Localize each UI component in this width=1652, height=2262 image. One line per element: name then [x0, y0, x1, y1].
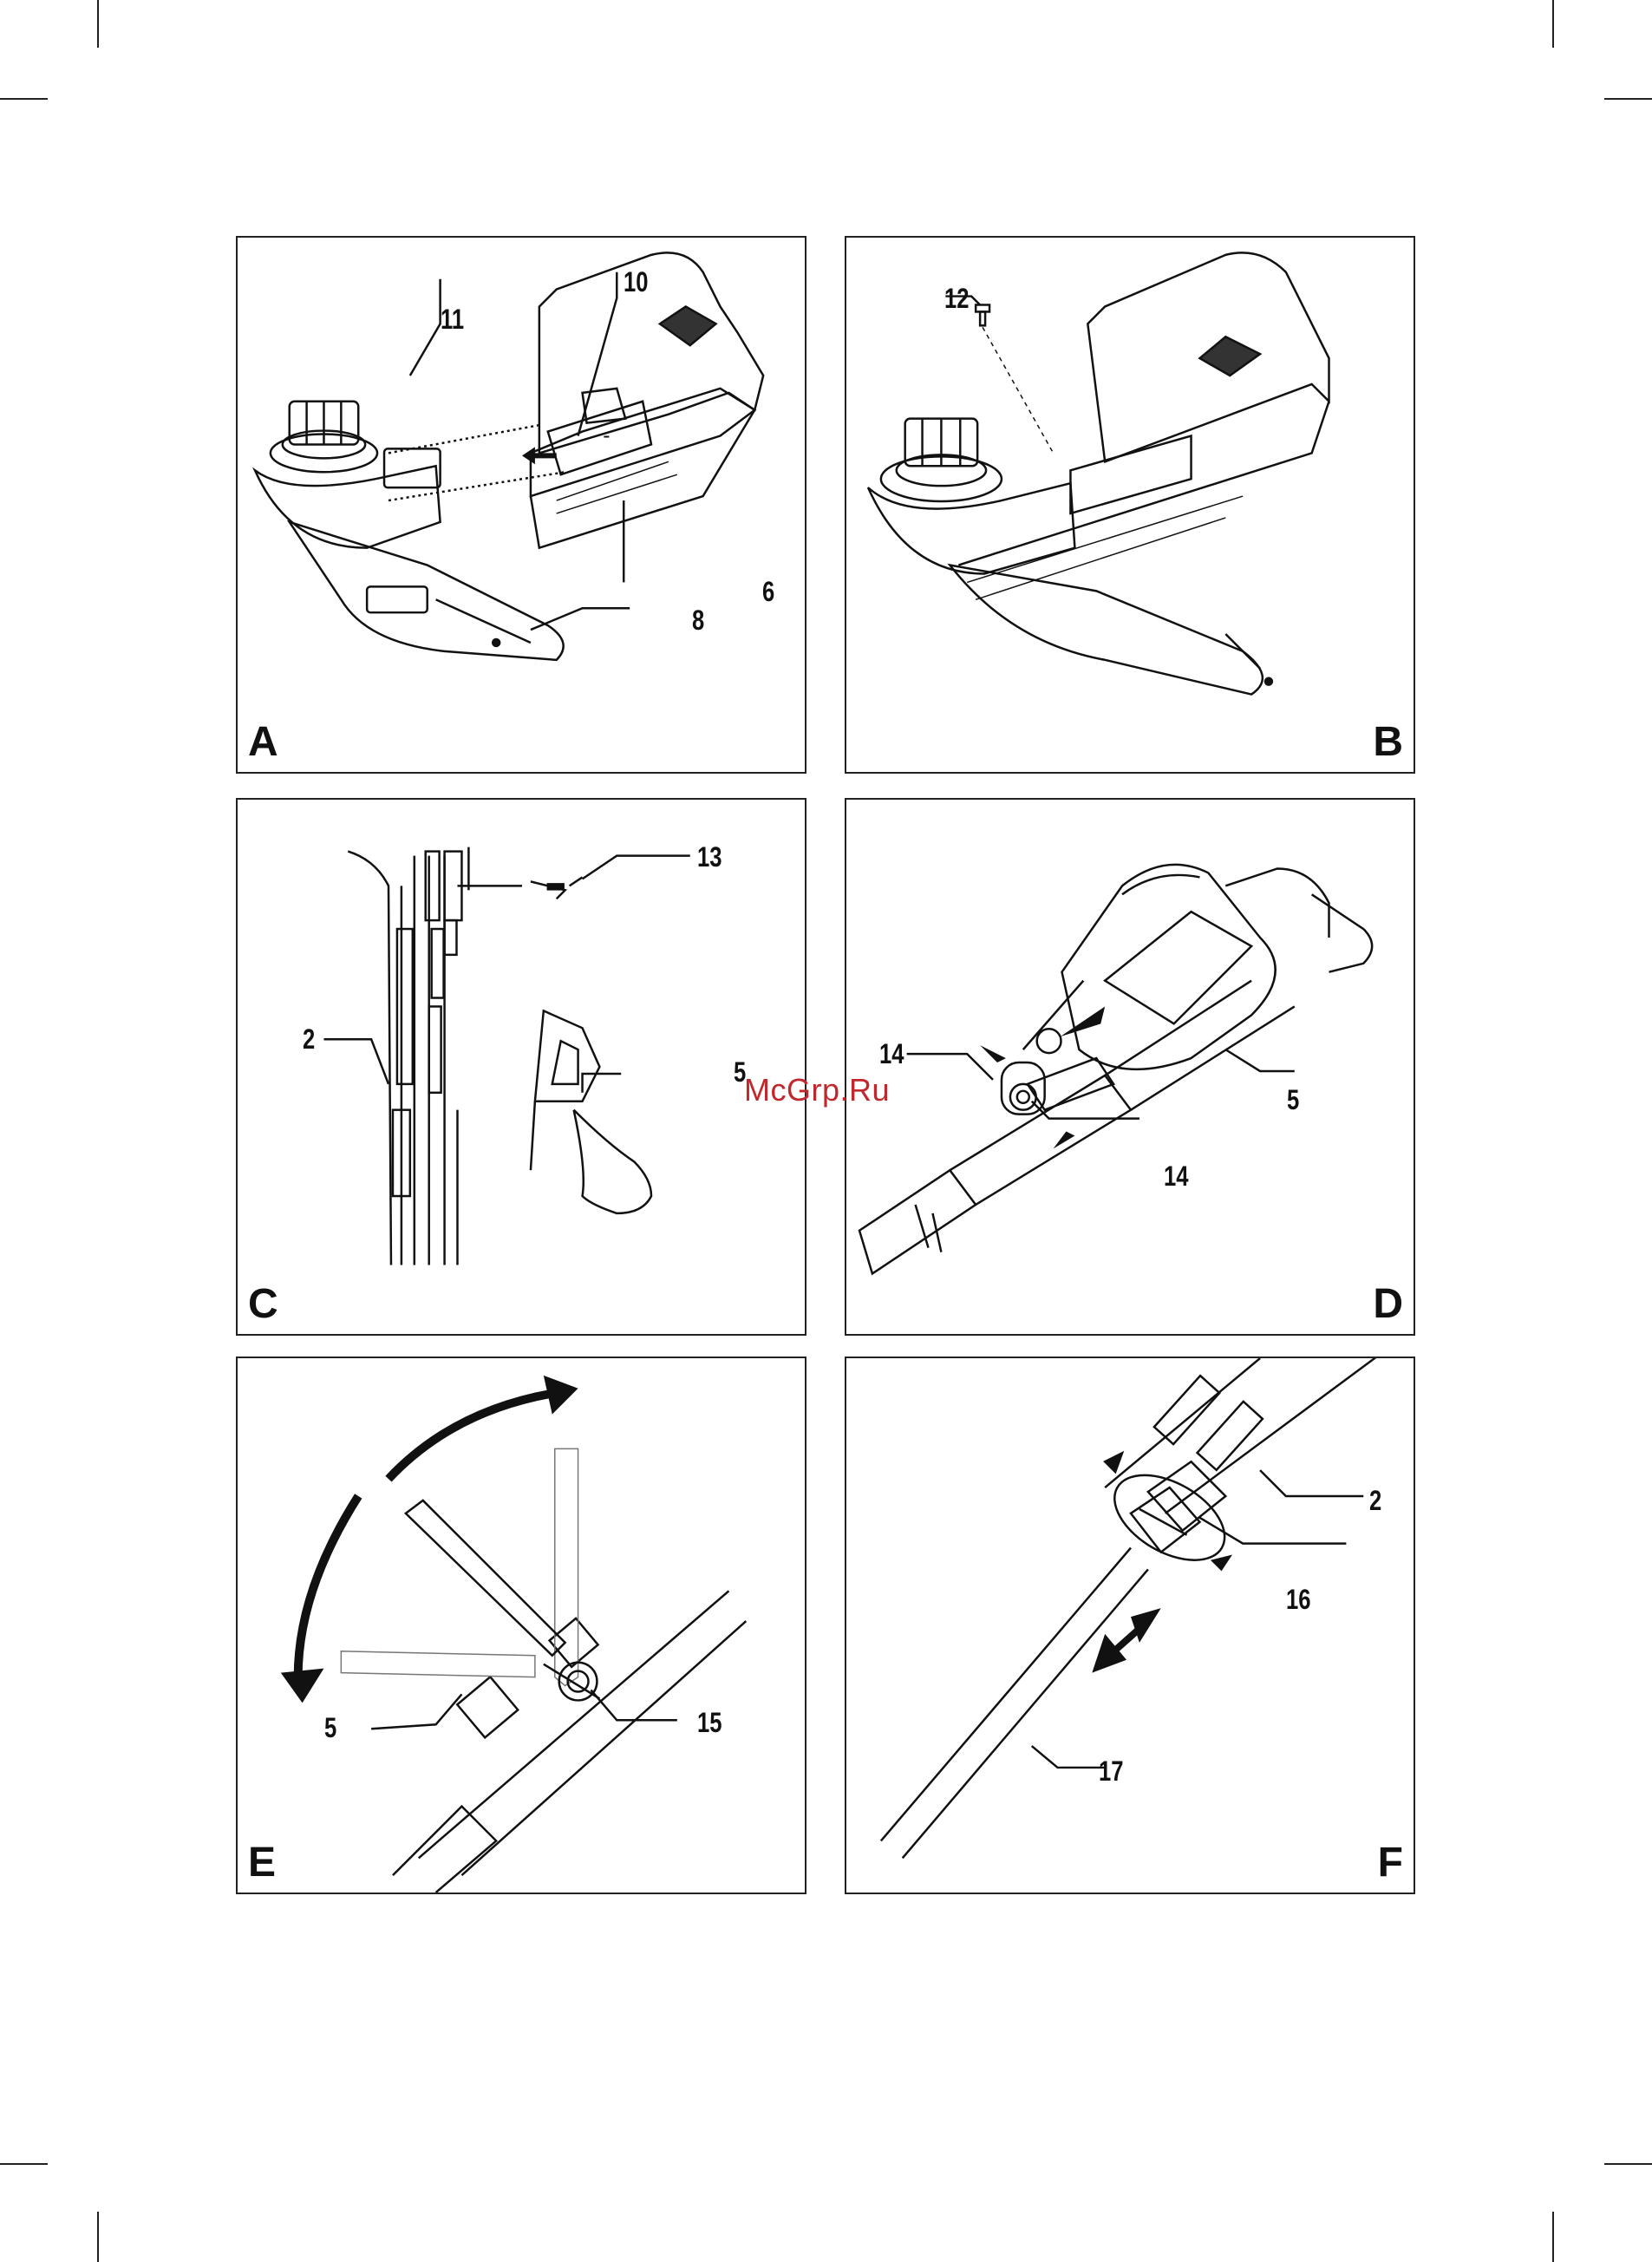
- panel-letter-d: D: [1373, 1284, 1403, 1325]
- watermark-text: McGrp.Ru: [744, 1072, 890, 1108]
- callout-17: 17: [1099, 1757, 1123, 1785]
- handle-clamp-illustration: [846, 800, 1414, 1334]
- crop-mark: [1552, 2212, 1554, 2262]
- callout-14-top: 14: [879, 1040, 904, 1068]
- panel-letter-f: F: [1378, 1842, 1403, 1884]
- panel-letter-a: A: [248, 722, 278, 763]
- callout-5: 5: [324, 1714, 336, 1742]
- callout-16: 16: [1286, 1585, 1310, 1613]
- panel-letter-b: B: [1373, 722, 1403, 763]
- callout-10: 10: [624, 268, 648, 296]
- callout-6: 6: [762, 578, 774, 605]
- callout-11: 11: [441, 305, 464, 333]
- callout-12: 12: [944, 284, 969, 312]
- figure-panel-d: 14 14 5 D: [845, 798, 1415, 1336]
- figure-panel-f: 2 16 17 F: [845, 1357, 1415, 1894]
- panel-letter-e: E: [248, 1842, 276, 1884]
- callout-2: 2: [303, 1025, 315, 1053]
- crop-mark: [0, 2163, 48, 2165]
- telescopic-tube-illustration: [846, 1358, 1414, 1893]
- callout-5: 5: [1287, 1086, 1299, 1114]
- figure-panel-b: 12 B: [845, 236, 1415, 774]
- figure-panel-a: 11 10 6 8 A: [236, 236, 806, 774]
- crop-mark: [0, 98, 48, 100]
- figure-panel-e: 5 15 E: [236, 1357, 806, 1894]
- callout-8: 8: [692, 606, 704, 634]
- callout-13: 13: [697, 843, 722, 871]
- handle-attachment-illustration: [238, 800, 805, 1334]
- panel-letter-c: C: [248, 1284, 278, 1325]
- crop-mark: [97, 0, 99, 48]
- trimmer-guard-assembly-illustration: [238, 238, 805, 772]
- crop-mark: [97, 2212, 99, 2262]
- callout-15: 15: [697, 1709, 722, 1736]
- callout-2: 2: [1369, 1487, 1381, 1514]
- crop-mark: [1604, 2163, 1652, 2165]
- handle-rotation-illustration: [238, 1358, 805, 1893]
- callout-14-bottom: 14: [1164, 1162, 1188, 1190]
- guard-screw-illustration: [846, 238, 1414, 772]
- figure-panel-c: 13 2 5 C: [236, 798, 806, 1336]
- crop-mark: [1604, 98, 1652, 100]
- crop-mark: [1552, 0, 1554, 48]
